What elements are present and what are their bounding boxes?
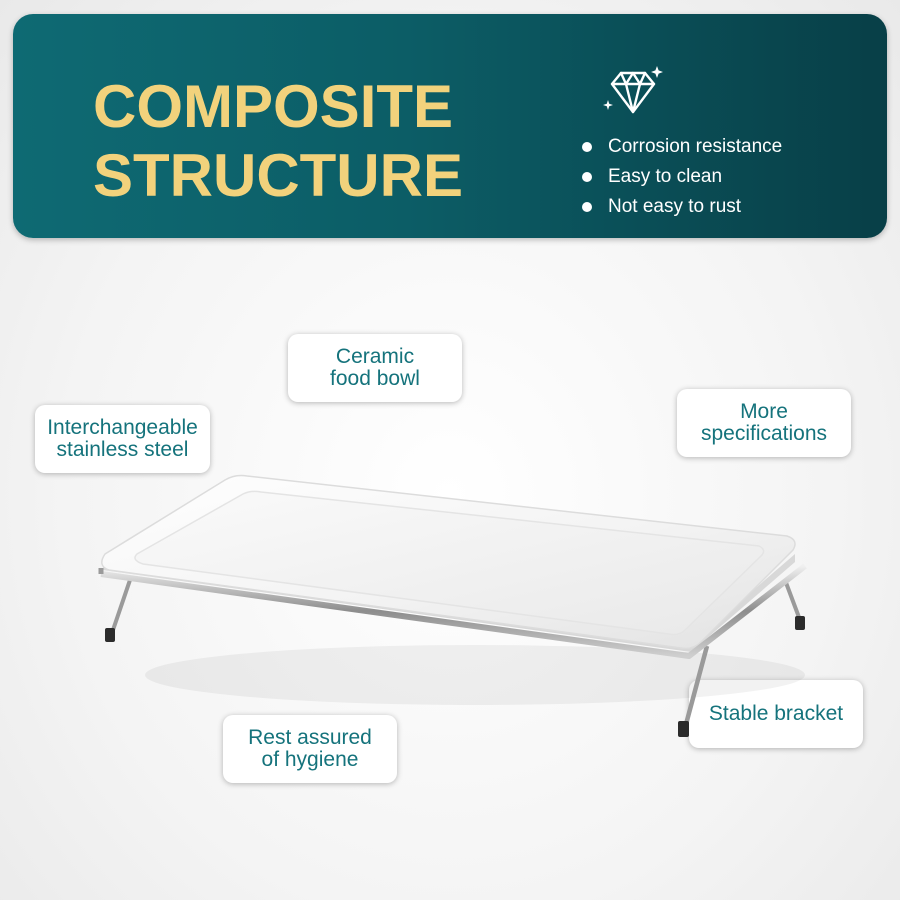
callout-line: specifications <box>700 422 828 445</box>
callout-more-specifications: More specifications <box>677 389 851 457</box>
callout-line: Stable bracket <box>708 702 844 725</box>
hero-banner: COMPOSITE STRUCTURE Corrosion resistance… <box>13 14 887 238</box>
feature-list: Corrosion resistance Easy to clean Not e… <box>581 132 782 222</box>
callout-line: Ceramic <box>335 345 415 368</box>
callout-stable-bracket: Stable bracket <box>689 680 863 748</box>
feature-label: Not easy to rust <box>608 196 742 217</box>
headline: COMPOSITE STRUCTURE <box>93 72 463 210</box>
callout-line: More <box>740 400 788 423</box>
steel-frame <box>100 563 807 659</box>
feature-item: Not easy to rust <box>581 192 782 222</box>
leg-foot <box>678 721 689 737</box>
callout-line: Interchangeable <box>47 416 198 439</box>
leg-foot <box>105 628 115 642</box>
callout-ceramic-food-bowl: Ceramic food bowl <box>288 334 462 402</box>
callout-hygiene: Rest assured of hygiene <box>223 715 397 783</box>
diamond-icon <box>603 66 663 114</box>
feature-item: Corrosion resistance <box>581 132 782 162</box>
bracket-leg <box>783 579 802 621</box>
callout-stainless-steel: Interchangeable stainless steel <box>35 405 210 473</box>
callout-line: Rest assured <box>248 726 372 749</box>
headline-line-1: COMPOSITE <box>93 73 454 140</box>
tray-well <box>134 490 765 636</box>
callout-line: food bowl <box>330 367 420 390</box>
bracket-leg <box>682 645 710 729</box>
headline-line-2: STRUCTURE <box>93 142 463 209</box>
feature-label: Easy to clean <box>608 166 723 187</box>
feature-label: Corrosion resistance <box>608 136 783 157</box>
callout-line: stainless steel <box>56 438 189 461</box>
bullet-icon <box>582 202 592 212</box>
callout-line: of hygiene <box>261 748 359 771</box>
ceramic-tray-product-image <box>98 474 807 737</box>
bracket-leg <box>111 579 132 631</box>
leg-foot <box>795 616 805 630</box>
shadow <box>145 645 805 705</box>
feature-item: Easy to clean <box>581 162 782 192</box>
bullet-icon <box>582 142 592 152</box>
bullet-icon <box>582 172 592 182</box>
